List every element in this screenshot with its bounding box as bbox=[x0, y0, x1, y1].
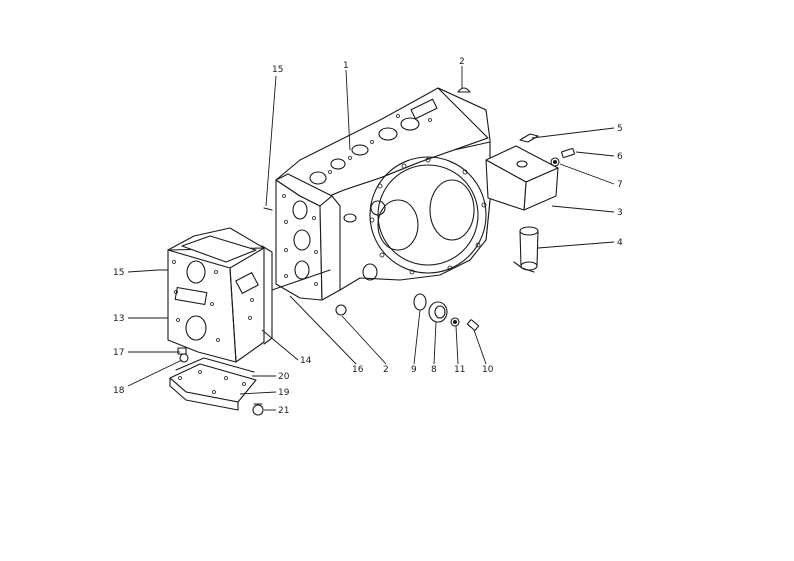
callout-7: 7 bbox=[617, 180, 623, 190]
gearbox-cover bbox=[167, 227, 273, 363]
callout-2-top: 2 bbox=[459, 57, 465, 67]
leader-lines bbox=[127, 66, 615, 411]
callout-3: 3 bbox=[617, 208, 623, 218]
callout-5: 5 bbox=[617, 124, 623, 134]
callout-19: 19 bbox=[278, 388, 290, 398]
callout-8: 8 bbox=[431, 365, 437, 375]
callout-17: 17 bbox=[113, 348, 124, 358]
callout-1: 1 bbox=[343, 61, 349, 71]
callout-20: 20 bbox=[278, 372, 290, 382]
callout-10: 10 bbox=[482, 365, 494, 375]
main-housing bbox=[275, 87, 491, 301]
callout-13: 13 bbox=[113, 314, 124, 324]
callout-4: 4 bbox=[617, 238, 623, 248]
callout-21: 21 bbox=[278, 406, 289, 416]
end-plate bbox=[275, 173, 341, 301]
callout-labels: 15 1 2 5 6 7 3 4 15 13 14 16 2 9 8 11 10… bbox=[113, 57, 623, 416]
callout-16: 16 bbox=[352, 365, 364, 375]
callout-2-bottom: 2 bbox=[383, 365, 389, 375]
callout-18: 18 bbox=[113, 386, 125, 396]
pivot-pin bbox=[513, 226, 539, 273]
callout-15-left: 15 bbox=[113, 268, 124, 278]
small-parts bbox=[157, 87, 575, 416]
callout-9: 9 bbox=[411, 365, 417, 375]
callout-6: 6 bbox=[617, 152, 623, 162]
mounting-bracket bbox=[485, 145, 559, 211]
bottom-plate bbox=[169, 357, 257, 411]
callout-14: 14 bbox=[300, 356, 312, 366]
callout-11: 11 bbox=[454, 365, 465, 375]
callout-15-top: 15 bbox=[272, 65, 283, 75]
